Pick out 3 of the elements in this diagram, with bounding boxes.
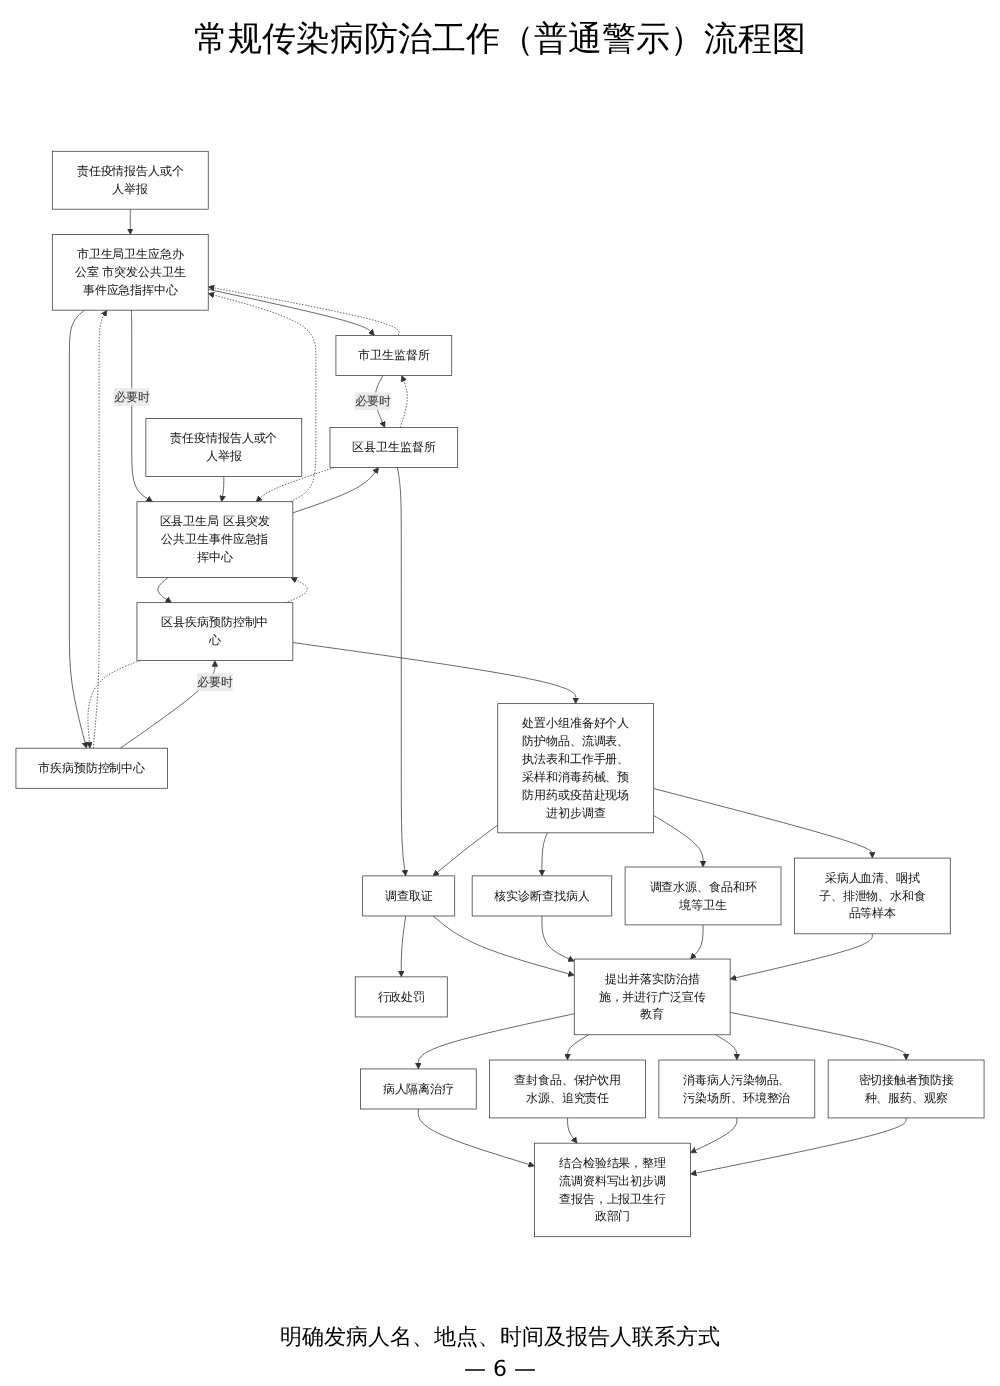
diagram-title: 常规传染病防治工作（普通警示）流程图 (194, 18, 806, 62)
note-text: 明确发病人名、地点、时间及报告人联系方式 (280, 1322, 720, 1352)
note-text: — 6 — (462, 1356, 538, 1382)
